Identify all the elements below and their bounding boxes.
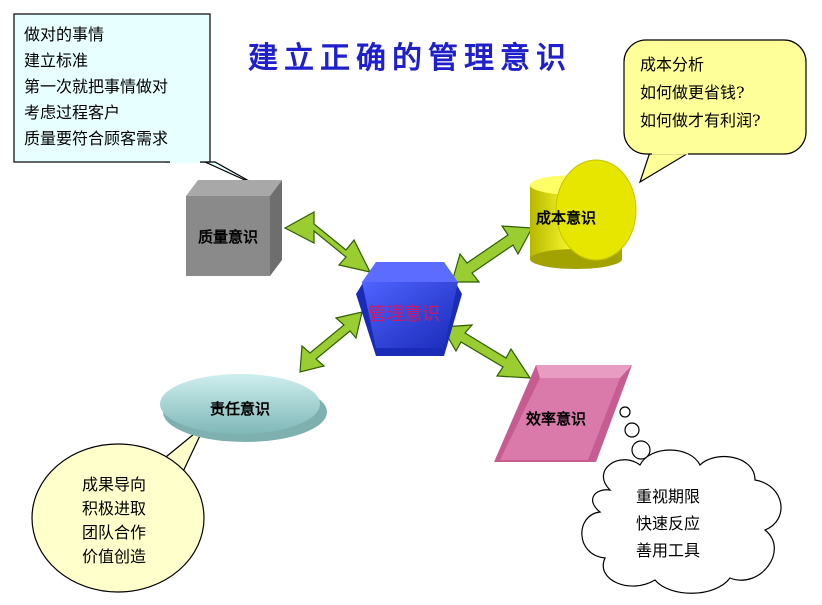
callout-quality-line-3: 第一次就把事情做对 [24, 77, 168, 96]
callout-cost-line-2: 如何做更省钱? [640, 83, 745, 102]
callout-quality-line-4: 考虑过程客户 [24, 103, 120, 122]
callout-quality: 做对的事情 建立标准 第一次就把事情做对 考虑过程客户 质量要符合顾客需求 [13, 13, 259, 187]
node-quality-label: 质量意识 [198, 228, 258, 246]
callout-responsibility-line-1: 成果导向 [82, 475, 146, 494]
node-cost-label: 成本意识 [536, 209, 596, 227]
callout-efficiency-line-2: 快速反应 [636, 514, 700, 533]
diagram-title: 建立正确的管理意识 [248, 41, 572, 76]
callout-efficiency: 重视期限 快速反应 善用工具 [581, 406, 782, 594]
callout-responsibility-line-4: 价值创造 [82, 547, 146, 566]
arrow-quality-center [283, 210, 372, 273]
node-quality: 质量意识 [186, 180, 282, 276]
arrow-responsibility-center [299, 311, 363, 373]
callout-efficiency-line-1: 重视期限 [636, 487, 700, 506]
callout-responsibility-line-2: 积极进取 [82, 499, 146, 518]
callout-responsibility: 成果导向 积极进取 团队合作 价值创造 [31, 424, 206, 593]
center-node-label: 管理意识 [368, 304, 440, 325]
callout-quality-line-2: 建立标准 [24, 51, 88, 70]
callout-responsibility-line-3: 团队合作 [82, 523, 146, 542]
callout-efficiency-line-3: 善用工具 [636, 541, 700, 560]
arrow-efficiency-center [440, 324, 532, 379]
callout-cost-line-1: 成本分析 [640, 55, 704, 74]
callout-quality-line-5: 质量要符合顾客需求 [24, 129, 168, 148]
center-node-management: 管理意识 [356, 262, 462, 356]
arrow-cost-center [451, 225, 533, 283]
node-efficiency: 效率意识 [494, 365, 632, 462]
node-efficiency-label: 效率意识 [526, 410, 586, 428]
node-responsibility-label: 责任意识 [210, 400, 270, 418]
callout-cost-line-3: 如何做才有利润? [640, 111, 761, 130]
callout-quality-line-1: 做对的事情 [24, 25, 104, 44]
callout-cost: 成本分析 如何做更省钱? 如何做才有利润? [623, 39, 807, 184]
node-responsibility: 责任意识 [160, 374, 327, 442]
node-cost: 成本意识 [530, 159, 637, 269]
